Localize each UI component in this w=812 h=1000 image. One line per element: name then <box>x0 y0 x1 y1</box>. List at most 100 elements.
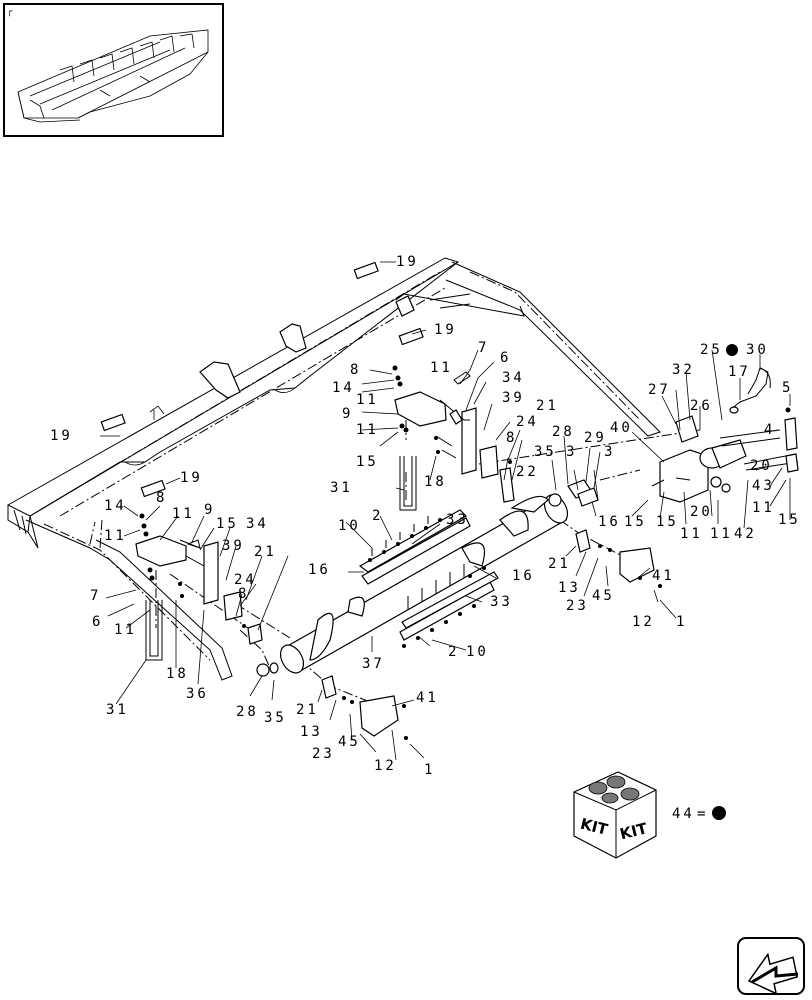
callout-19: 19 <box>434 322 457 338</box>
drive-motor-assembly <box>651 344 799 503</box>
callout-41: 41 <box>652 568 675 584</box>
callout-15: 15 <box>356 454 379 470</box>
callout-11: 11 <box>430 360 453 376</box>
callout-11: 11 <box>114 622 137 638</box>
callout-16: 16 <box>308 562 331 578</box>
callout-7: 7 <box>90 588 101 604</box>
callout-23: 23 <box>566 598 589 614</box>
callout-12: 12 <box>632 614 655 630</box>
arm-bracket <box>395 295 415 317</box>
callout-45: 45 <box>592 588 615 604</box>
kit-marker-dot <box>726 344 738 356</box>
callout-10: 10 <box>338 518 361 534</box>
callout-33: 33 <box>490 594 513 610</box>
callout-26: 26 <box>690 398 713 414</box>
callout-27: 27 <box>648 382 671 398</box>
callout-39: 39 <box>502 390 525 406</box>
callout-6: 6 <box>92 614 103 630</box>
callout-34: 34 <box>246 516 269 532</box>
callout-29: 29 <box>584 430 607 446</box>
callout-39: 39 <box>222 538 245 554</box>
motor-bracket-40 <box>659 449 709 503</box>
callout-15: 15 <box>216 516 239 532</box>
callout-22: 22 <box>516 464 539 480</box>
callout-21: 21 <box>254 544 277 560</box>
callout-17: 17 <box>728 364 751 380</box>
callout-33: 33 <box>446 512 469 528</box>
callout-11: 11 <box>680 526 703 542</box>
callout-35: 35 <box>534 444 557 460</box>
beam-bracket <box>199 361 241 399</box>
decal-19 <box>398 327 424 346</box>
callout-11: 11 <box>356 422 379 438</box>
callout-19: 19 <box>50 428 73 444</box>
kit-box-icon: KIT KIT <box>573 771 657 859</box>
callout-28: 28 <box>552 424 575 440</box>
callout-11: 11 <box>104 528 127 544</box>
decal-19 <box>140 479 166 498</box>
callout-8: 8 <box>238 586 249 602</box>
callout-2: 2 <box>448 644 459 660</box>
callout-24: 24 <box>516 414 539 430</box>
callout-23: 23 <box>312 746 335 762</box>
callout-24: 24 <box>234 572 257 588</box>
callout-11: 11 <box>710 526 733 542</box>
callout-15: 15 <box>656 514 679 530</box>
kit-marker-dot <box>712 806 726 820</box>
callout-2: 2 <box>372 508 383 524</box>
kit-ref-number: 44 <box>672 806 695 822</box>
callout-10: 10 <box>466 644 489 660</box>
callout-3: 3 <box>566 444 577 460</box>
callout-40: 40 <box>610 420 633 436</box>
callout-42: 42 <box>734 526 757 542</box>
callout-14: 14 <box>104 498 127 514</box>
callout-19: 19 <box>396 254 419 270</box>
callout-1: 1 <box>424 762 435 778</box>
callout-18: 18 <box>424 474 447 490</box>
callout-13: 13 <box>558 580 581 596</box>
callout-36: 36 <box>186 686 209 702</box>
right-hanger-assembly <box>392 365 515 511</box>
callout-8: 8 <box>156 490 167 506</box>
callout-11: 11 <box>752 500 775 516</box>
arrow-icon <box>747 952 799 995</box>
callout-15: 15 <box>778 512 801 528</box>
callout-35: 35 <box>264 710 287 726</box>
callout-19: 19 <box>180 470 203 486</box>
decal-19 <box>353 261 379 280</box>
auger-drum <box>279 494 569 674</box>
auger-bearings <box>256 479 662 740</box>
header-frame <box>6 257 701 711</box>
callout-8: 8 <box>350 362 361 378</box>
callout-21: 21 <box>296 702 319 718</box>
callout-3: 3 <box>604 444 615 460</box>
kit-equals-sign: = <box>697 806 708 822</box>
beam-bracket <box>279 323 307 353</box>
callout-12: 12 <box>374 758 397 774</box>
callout-5: 5 <box>782 380 793 396</box>
overview-thumbnail[interactable]: ┌ <box>3 3 224 137</box>
callout-18: 18 <box>166 666 189 682</box>
callout-37: 37 <box>362 656 385 672</box>
callout-8: 8 <box>506 430 517 446</box>
thumbnail-frame <box>3 3 224 137</box>
callout-4: 4 <box>764 422 775 438</box>
next-page-arrow-button[interactable] <box>737 937 805 999</box>
callout-34: 34 <box>502 370 525 386</box>
callout-30: 30 <box>746 342 769 358</box>
callout-13: 13 <box>300 724 323 740</box>
thumbnail-header-sketch <box>17 29 209 123</box>
callout-1: 1 <box>676 614 687 630</box>
callout-7: 7 <box>478 340 489 356</box>
callout-16: 16 <box>598 514 621 530</box>
callout-31: 31 <box>106 702 129 718</box>
callout-28: 28 <box>236 704 259 720</box>
callout-25: 25 <box>700 342 723 358</box>
callout-43: 43 <box>752 478 775 494</box>
decal-19 <box>100 413 126 432</box>
callout-21: 21 <box>548 556 571 572</box>
callout-32: 32 <box>672 362 695 378</box>
left-hanger-assembly <box>135 513 263 661</box>
callout-leaders <box>100 261 791 761</box>
